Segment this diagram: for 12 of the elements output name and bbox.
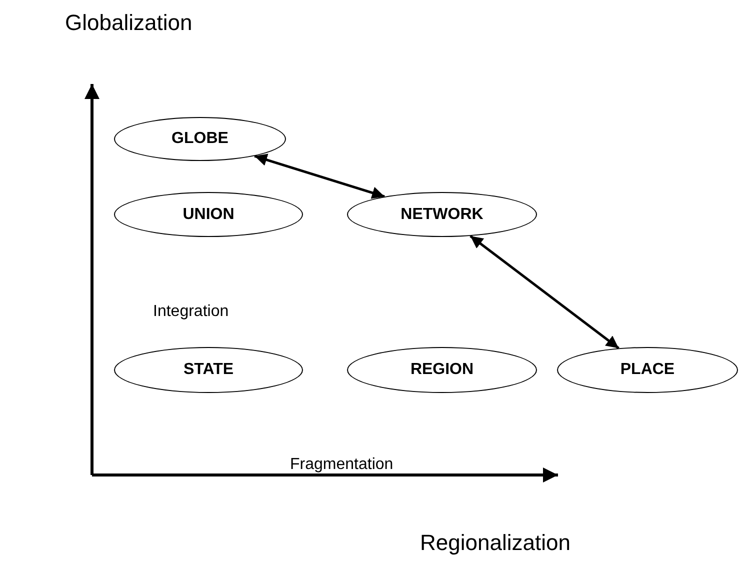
axis-label: Regionalization: [420, 530, 570, 556]
axis-label: Fragmentation: [290, 456, 394, 474]
node-label: GLOBE: [172, 130, 228, 148]
node-label: REGION: [410, 361, 474, 379]
node-label: UNION: [182, 206, 234, 224]
node-label: NETWORK: [400, 206, 484, 224]
double-arrow: [470, 234, 620, 350]
axis-label: Integration: [153, 303, 229, 321]
axis-label: Globalization: [65, 10, 192, 36]
node-label: STATE: [183, 361, 234, 379]
double-arrow: [254, 154, 385, 199]
node-label: PLACE: [620, 361, 675, 379]
